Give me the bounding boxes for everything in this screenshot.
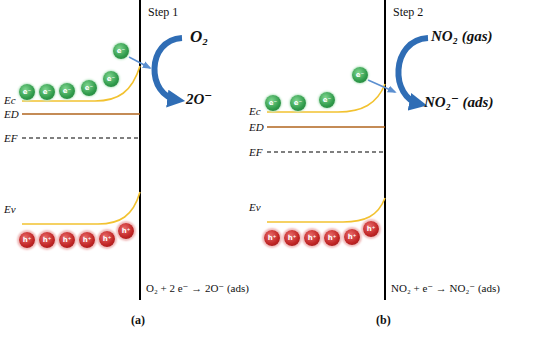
ion-label: NO₂⁻ (ads) [424, 94, 493, 111]
charge-symbol: e⁻ [43, 89, 51, 96]
charge-symbol: h⁺ [268, 235, 277, 242]
charge-symbol: h⁺ [63, 237, 72, 244]
band-label: Ec [249, 105, 261, 117]
ion-label: 2O⁻ [186, 91, 212, 108]
surface-line [139, 0, 141, 300]
transfer-arrow [129, 57, 150, 68]
electron-circle: e⁻ [352, 67, 368, 83]
step-title: Step 2 [393, 6, 423, 19]
band-label: ED [249, 121, 264, 133]
charge-symbol: h⁺ [367, 226, 376, 233]
charge-symbol: e⁻ [356, 72, 364, 79]
charge-symbol: h⁺ [308, 235, 317, 242]
hole-circle: h⁺ [99, 231, 115, 247]
valence-band [22, 192, 140, 224]
molecule-label: NO₂ (gas) [431, 28, 492, 45]
hole-circle: h⁺ [363, 221, 379, 237]
hole-circle: h⁺ [118, 223, 134, 239]
charge-symbol: e⁻ [63, 88, 71, 95]
charge-symbol: h⁺ [103, 236, 112, 243]
surface-line [384, 0, 386, 300]
conduction-band [267, 84, 385, 112]
charge-symbol: e⁻ [85, 85, 93, 92]
band-label: Ec [4, 94, 16, 106]
band-label: EF [4, 132, 17, 144]
hole-circle: h⁺ [19, 232, 35, 248]
charge-symbol: h⁺ [23, 237, 32, 244]
charge-symbol: e⁻ [107, 76, 115, 83]
band-label: Ev [4, 203, 16, 215]
band-label: EF [249, 146, 262, 158]
conduction-band [22, 66, 140, 101]
molecule-label: O₂ [190, 28, 208, 47]
electron-circle: e⁻ [103, 71, 119, 87]
electron-circle: e⁻ [319, 92, 335, 108]
charge-symbol: e⁻ [323, 97, 331, 104]
hole-circle: h⁺ [79, 232, 95, 248]
electron-circle: e⁻ [81, 80, 97, 96]
charge-symbol: h⁺ [83, 237, 92, 244]
hole-circle: h⁺ [344, 229, 360, 245]
hole-circle: h⁺ [304, 230, 320, 246]
electron-circle: e⁻ [265, 95, 281, 111]
band-label: ED [4, 108, 19, 120]
reaction-equation: O₂ + 2 e⁻ → 2O⁻ (ads) [146, 282, 249, 294]
reaction-arrow [398, 38, 428, 104]
hole-circle: h⁺ [284, 230, 300, 246]
charge-symbol: h⁺ [348, 234, 357, 241]
donor-level [22, 113, 140, 115]
charge-symbol: h⁺ [288, 235, 297, 242]
hole-circle: h⁺ [59, 232, 75, 248]
transfer-arrow [368, 80, 395, 92]
charge-symbol: e⁻ [23, 89, 31, 96]
band-label: Ev [249, 201, 261, 213]
charge-symbol: e⁻ [294, 100, 302, 107]
electron-circle: e⁻ [59, 83, 75, 99]
charge-symbol: h⁺ [328, 235, 337, 242]
panel-label: (b) [376, 314, 391, 327]
reaction-equation: NO₂ + e⁻ → NO₂⁻ (ads) [391, 282, 500, 294]
charge-symbol: h⁺ [122, 228, 131, 235]
hole-circle: h⁺ [39, 232, 55, 248]
panel-label: (a) [131, 314, 145, 327]
electron-circle: e⁻ [113, 43, 129, 59]
charge-symbol: e⁻ [117, 48, 125, 55]
hole-circle: h⁺ [264, 230, 280, 246]
electron-circle: e⁻ [290, 95, 306, 111]
fermi-level [22, 137, 140, 138]
hole-circle: h⁺ [324, 230, 340, 246]
valence-band [267, 198, 385, 222]
electron-circle: e⁻ [39, 84, 55, 100]
step-title: Step 1 [148, 6, 178, 19]
charge-symbol: e⁻ [269, 100, 277, 107]
charge-symbol: h⁺ [43, 237, 52, 244]
donor-level [267, 126, 385, 128]
fermi-level [267, 151, 385, 152]
reaction-arrow [154, 38, 182, 100]
electron-circle: e⁻ [19, 84, 35, 100]
